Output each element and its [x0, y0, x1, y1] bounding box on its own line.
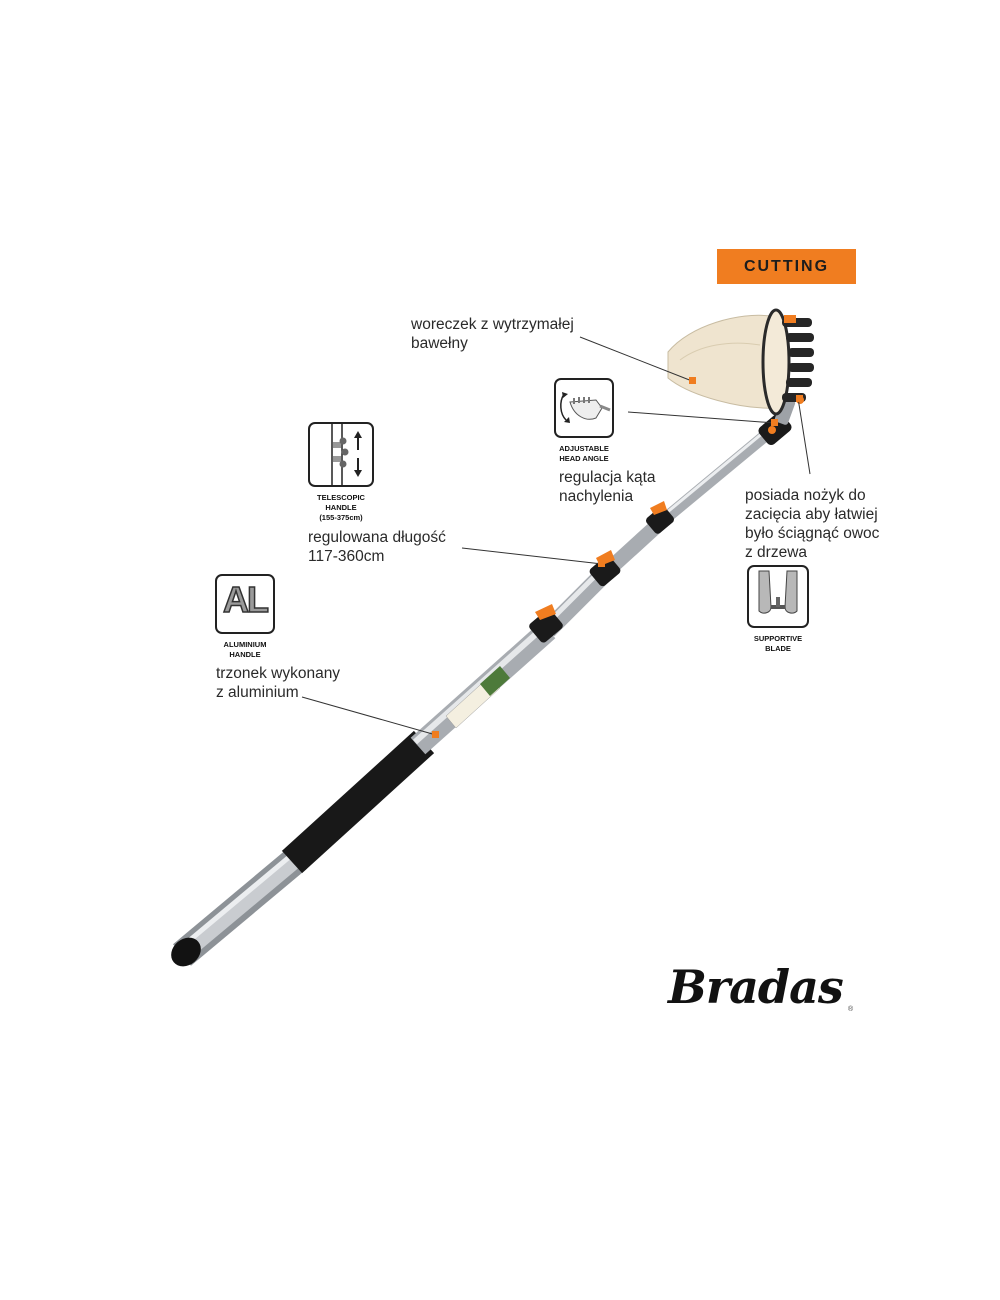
product-sticker: [445, 666, 510, 729]
bag-callout-line1: woreczek z wytrzymałej: [411, 316, 574, 333]
supportive-blade-icon: [747, 565, 809, 628]
blade-callout-line4: z drzewa: [745, 544, 808, 561]
blade-callout-line2: zacięcia aby łatwiej: [745, 506, 878, 523]
bag-callout-line2: bawełny: [411, 335, 468, 352]
angle-callout-line1: regulacja kąta: [559, 469, 656, 486]
clamp-3: [646, 501, 674, 534]
telescopic-handle-icon: [308, 422, 374, 487]
angle-callout-line2: nachylenia: [559, 488, 634, 505]
length-callout-line1: regulowana długość: [308, 529, 446, 546]
fruit-picker-head: [667, 308, 814, 416]
handle-callout-line2: z aluminium: [216, 684, 299, 701]
blade-callout-line3: było ściągnąć owoc: [745, 525, 880, 542]
head-joint: [758, 397, 796, 446]
end-cap: [171, 937, 201, 967]
adjustable-head-angle-icon: [554, 378, 614, 438]
length-callout-line2: 117-360cm: [308, 548, 385, 565]
clamp-1: [529, 604, 563, 643]
callout-lines: [301, 336, 811, 736]
aluminium-handle-icon: AL: [215, 574, 275, 634]
blade-callout-line1: posiada nożyk do: [745, 487, 866, 504]
registered-mark: ®: [848, 1006, 854, 1013]
callout-markers: [432, 377, 803, 738]
handle-callout-line1: trzonek wykonany: [216, 665, 341, 682]
cutting-badge: CUTTING: [717, 249, 856, 284]
bradas-logo: Bradas: [668, 960, 844, 1014]
